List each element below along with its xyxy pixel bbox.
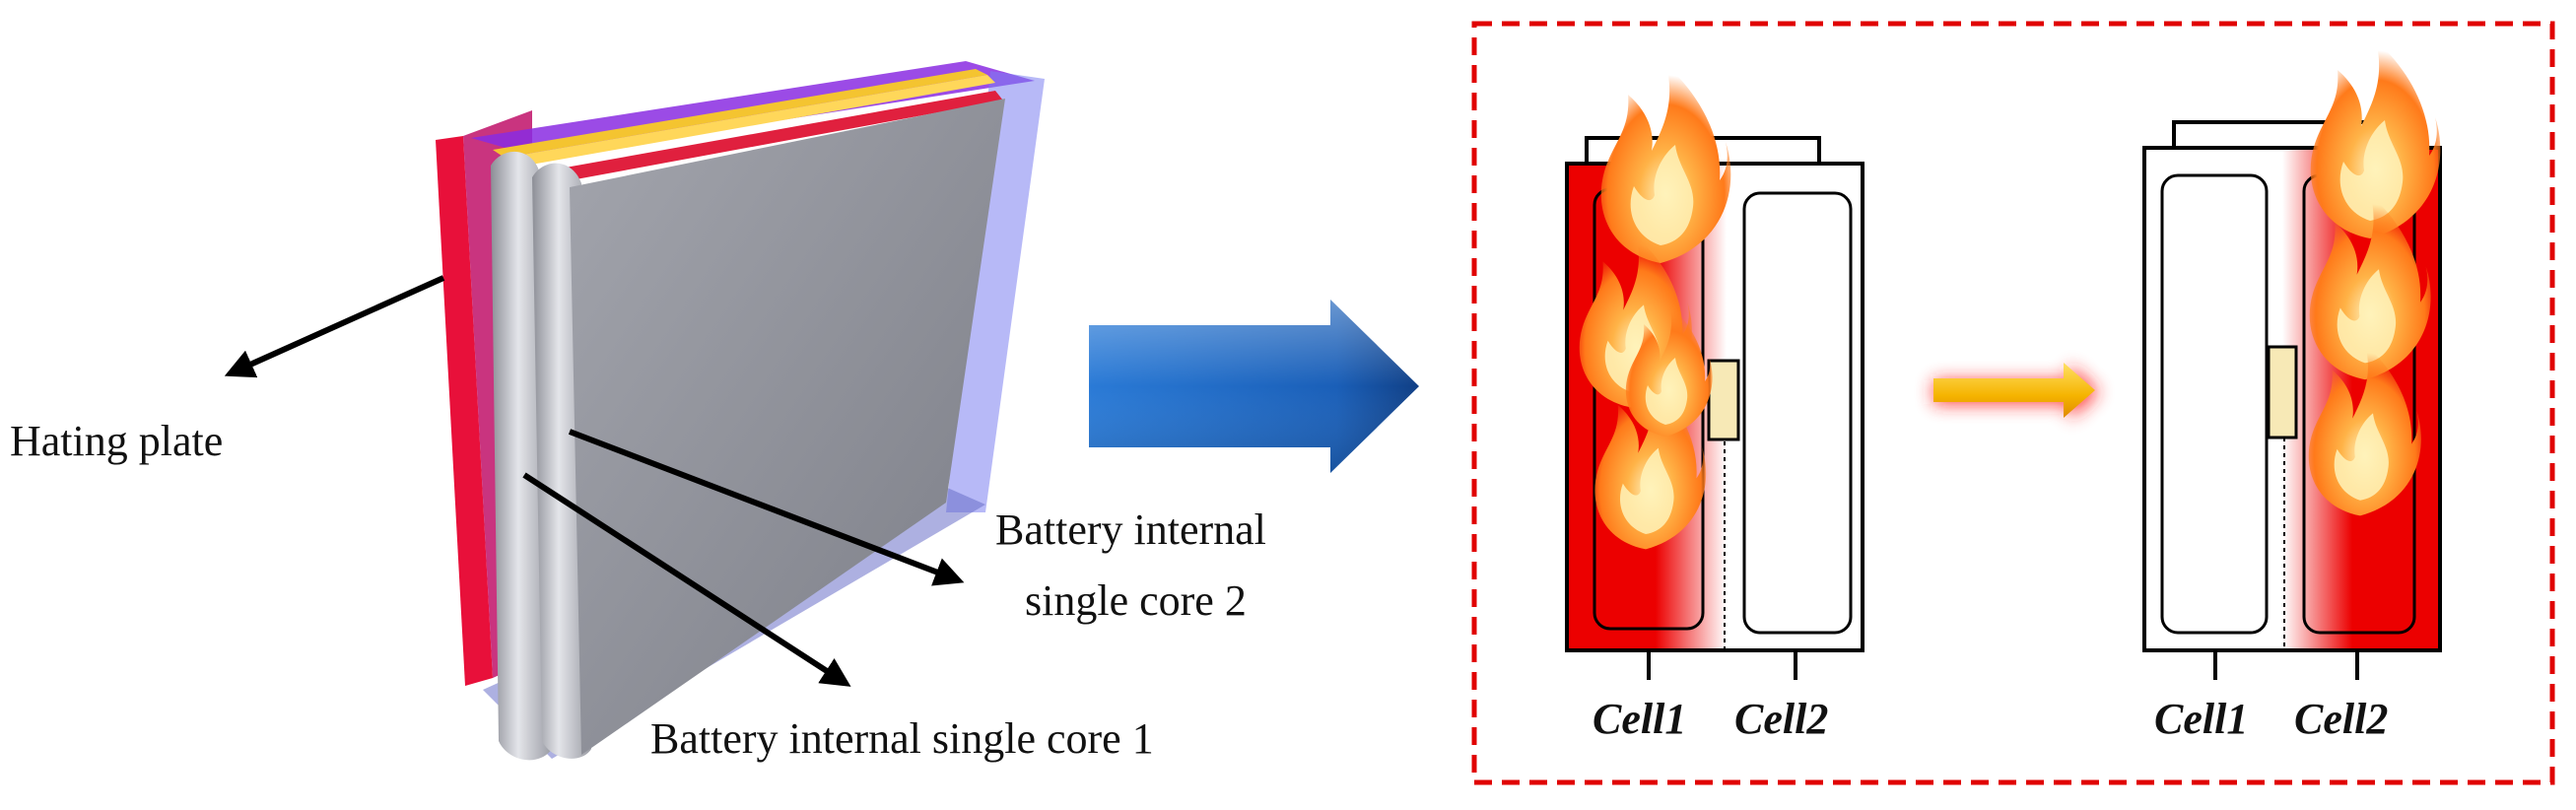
label-heating-plate: Hating plate	[10, 417, 223, 465]
label-core-2-line1: Battery internal	[995, 506, 1266, 554]
heating-plate	[436, 136, 493, 686]
cell1-label-right: Cell1	[2154, 695, 2248, 743]
pointer-core-2	[568, 429, 965, 586]
yellow-right-arrow	[1933, 363, 2099, 420]
cell2-label-left: Cell2	[1734, 695, 1828, 743]
cell1-inner	[2160, 173, 2269, 635]
label-core-2-line2: single core 2	[1025, 576, 1247, 625]
result-panel-frame	[1471, 21, 2555, 785]
cell1-label-left: Cell1	[1593, 695, 1686, 743]
pointer-core-1	[522, 472, 851, 687]
cell-pair-left	[1565, 65, 1864, 680]
battery-3d-illustration	[436, 61, 1045, 761]
battery-face	[570, 99, 1005, 755]
label-core-1: Battery internal single core 1	[650, 714, 1154, 763]
cell2-label-right: Cell2	[2294, 695, 2388, 743]
cell-pair-right	[2142, 40, 2442, 680]
pointer-heating-plate	[224, 275, 445, 378]
cell2-inner	[1742, 191, 1853, 635]
blue-right-arrow	[1089, 300, 1419, 473]
